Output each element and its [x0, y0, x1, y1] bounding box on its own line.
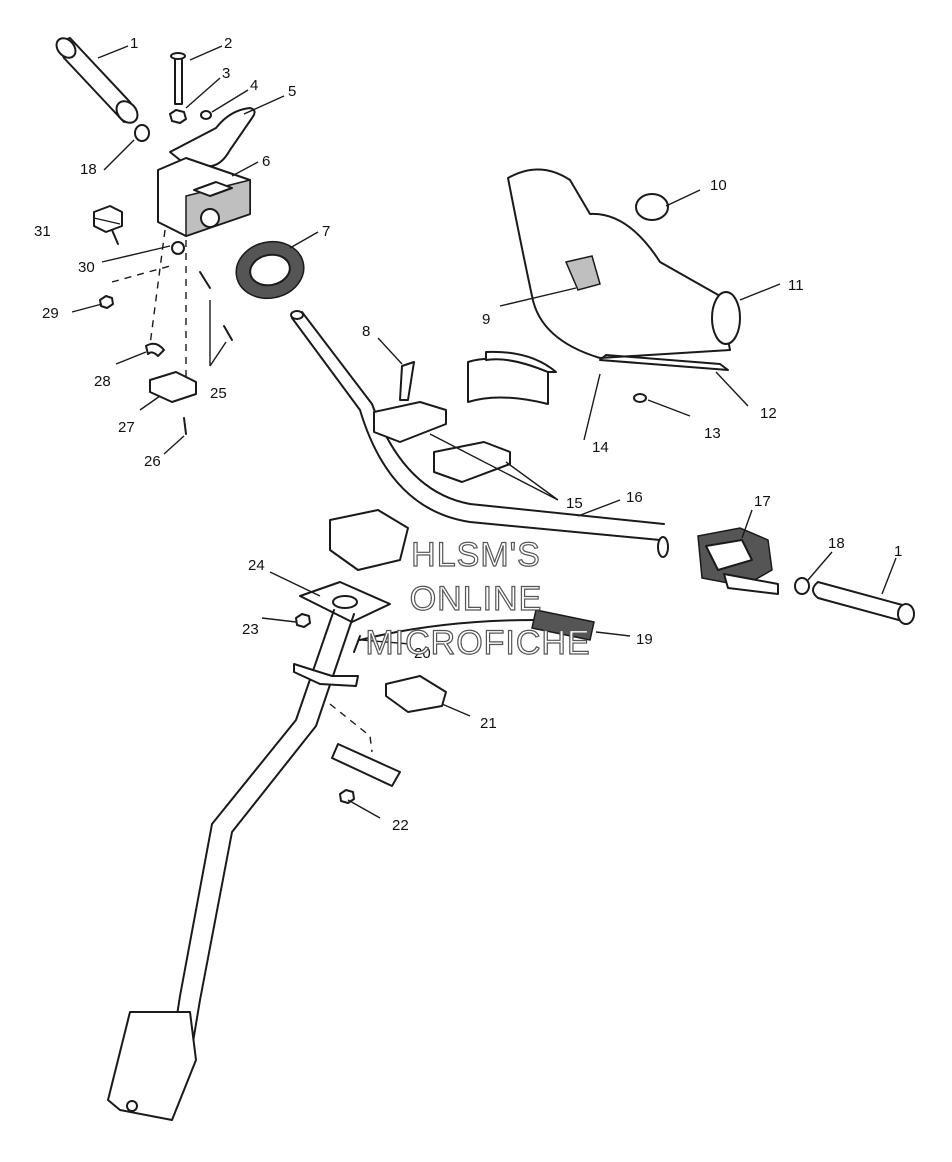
nut	[169, 109, 187, 124]
grip-right	[812, 581, 915, 625]
rivet	[633, 393, 647, 403]
post-clamp	[329, 509, 409, 571]
callout-12: 12	[760, 405, 777, 422]
callout-25: 25	[210, 385, 227, 402]
callout-27: 27	[118, 419, 135, 436]
nut-22	[339, 789, 355, 804]
callout-19: 19	[636, 631, 653, 648]
callout-5: 5	[288, 83, 296, 100]
callout-26: 26	[144, 453, 161, 470]
callout-20: 20	[414, 645, 431, 662]
callout-28: 28	[94, 373, 111, 390]
watermark-line-2: ONLINE	[410, 580, 543, 618]
callout-7: 7	[322, 223, 330, 240]
callout-4: 4	[250, 77, 258, 94]
callout-2: 2	[224, 35, 232, 52]
heater-ring	[235, 240, 305, 300]
callout-1: 1	[130, 35, 138, 52]
cover-plate	[149, 371, 197, 403]
throttle-cable	[359, 609, 595, 641]
handlebar-clamps	[373, 401, 511, 483]
plug-left	[134, 124, 150, 142]
callout-15: 15	[566, 495, 583, 512]
steering-post	[107, 609, 359, 1121]
leader-lines	[71, 45, 897, 819]
switch	[93, 205, 123, 245]
mirror-clamp	[467, 350, 557, 405]
screw-lower	[223, 325, 233, 341]
e-clip	[145, 342, 165, 357]
throttle-housing	[157, 157, 251, 238]
throttle-lever	[169, 107, 256, 168]
callout-13: 13	[704, 425, 721, 442]
screw-26	[183, 417, 187, 435]
post-spacer	[331, 743, 401, 804]
callout-29: 29	[42, 305, 59, 322]
callout-9: 9	[482, 311, 490, 328]
callout-24: 24	[248, 557, 265, 574]
callout-17: 17	[754, 493, 771, 510]
callout-6: 6	[262, 153, 270, 170]
screw-upper	[199, 271, 211, 289]
watermark: HLSM'S ONLINE MICROFICHE	[365, 535, 591, 662]
callout-3: 3	[222, 65, 230, 82]
emblem	[635, 193, 669, 221]
handlebar-pad	[507, 168, 741, 359]
callout-18-left: 18	[80, 161, 97, 178]
callout-18-right: 18	[828, 535, 845, 552]
callout-14: 14	[592, 439, 609, 456]
watermark-line-3: MICROFICHE	[365, 624, 590, 662]
callout-31: 31	[34, 223, 51, 240]
callout-22: 22	[392, 817, 409, 834]
watermark-line-1: HLSM'S	[411, 536, 541, 574]
callout-16: 16	[626, 489, 643, 506]
callout-23: 23	[242, 621, 259, 638]
brake-assembly	[697, 527, 779, 595]
grip-left	[55, 37, 139, 124]
callout-1-right: 1	[894, 543, 902, 560]
callout-21: 21	[480, 715, 497, 732]
callout-8: 8	[362, 323, 370, 340]
nut-29	[99, 295, 114, 309]
ball	[171, 241, 185, 255]
bolt	[170, 52, 186, 105]
callout-10: 10	[710, 177, 727, 194]
nut-23	[295, 613, 311, 628]
clamp-bolt	[399, 361, 415, 401]
pad-strap	[599, 354, 729, 371]
retainer-plate	[385, 675, 447, 713]
washer	[200, 110, 212, 120]
post-bracket	[299, 581, 391, 623]
plug-right	[794, 577, 810, 595]
callout-11: 11	[788, 277, 804, 294]
callout-30: 30	[78, 259, 95, 276]
screw-20	[353, 635, 361, 653]
